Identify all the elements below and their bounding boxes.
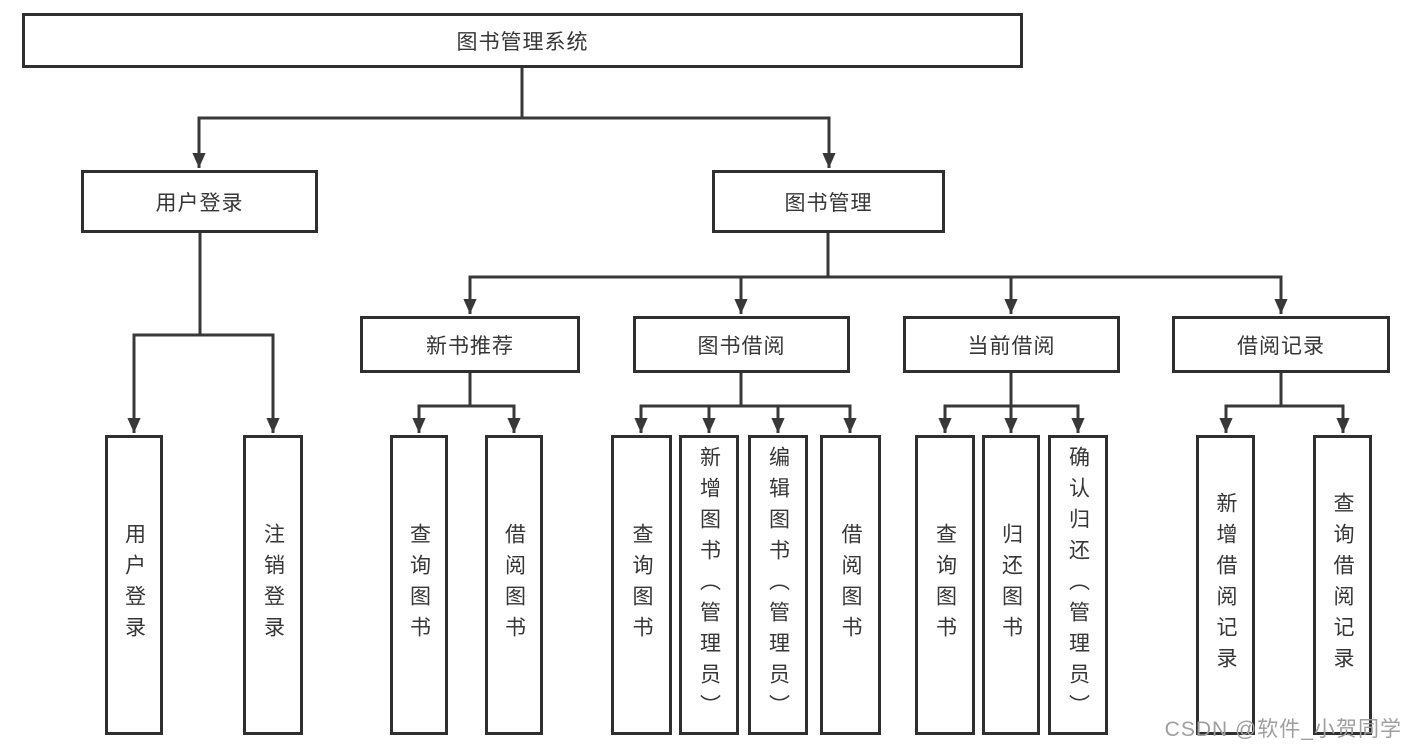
leaf-query-books-recommend-label: 查询图书 bbox=[407, 523, 431, 647]
leaf-borrow-books-recommend: 借阅图书 bbox=[485, 435, 543, 735]
leaf-confirm-return-admin: 确认归还（管理员） bbox=[1048, 435, 1108, 735]
leaf-user-login: 用户登录 bbox=[105, 435, 163, 735]
leaf-query-books-borrow-label: 查询图书 bbox=[630, 523, 653, 647]
node-user-login: 用户登录 bbox=[81, 170, 318, 233]
leaf-add-borrow-record-label: 新增借阅记录 bbox=[1214, 492, 1237, 678]
leaf-query-books-current: 查询图书 bbox=[915, 435, 975, 735]
node-borrow-records-label: 借阅记录 bbox=[1237, 334, 1325, 358]
node-book-management: 图书管理 bbox=[712, 170, 945, 233]
leaf-edit-books-admin: 编辑图书（管理员） bbox=[748, 435, 808, 735]
leaf-user-login-label: 用户登录 bbox=[122, 523, 146, 647]
node-current-borrow-label: 当前借阅 bbox=[967, 334, 1056, 358]
leaf-return-books: 归还图书 bbox=[982, 435, 1040, 735]
leaf-borrow-books-recommend-label: 借阅图书 bbox=[502, 523, 526, 647]
node-borrow-records: 借阅记录 bbox=[1172, 316, 1390, 373]
leaf-return-books-label: 归还图书 bbox=[999, 523, 1023, 647]
leaf-confirm-return-admin-label: 确认归还（管理员） bbox=[1066, 445, 1090, 725]
node-root-label: 图书管理系统 bbox=[456, 30, 589, 54]
leaf-add-books-admin: 新增图书（管理员） bbox=[679, 435, 739, 735]
node-root-library-system: 图书管理系统 bbox=[22, 13, 1023, 68]
leaf-borrow-books: 借阅图书 bbox=[820, 435, 881, 735]
leaf-query-borrow-record: 查询借阅记录 bbox=[1313, 435, 1372, 735]
node-book-borrow: 图书借阅 bbox=[633, 316, 850, 373]
leaf-query-books-current-label: 查询图书 bbox=[933, 523, 957, 647]
leaf-query-books-borrow: 查询图书 bbox=[611, 435, 672, 735]
leaf-borrow-books-label: 借阅图书 bbox=[839, 523, 862, 647]
node-new-book-recommend: 新书推荐 bbox=[360, 316, 580, 373]
leaf-edit-books-admin-label: 编辑图书（管理员） bbox=[766, 445, 790, 725]
leaf-logout: 注销登录 bbox=[243, 435, 303, 735]
node-new-book-recommend-label: 新书推荐 bbox=[426, 334, 514, 358]
node-book-borrow-label: 图书借阅 bbox=[697, 334, 786, 358]
node-user-login-label: 用户登录 bbox=[155, 191, 244, 215]
leaf-add-borrow-record: 新增借阅记录 bbox=[1196, 435, 1255, 735]
leaf-add-books-admin-label: 新增图书（管理员） bbox=[697, 445, 721, 725]
csdn-watermark: CSDN @软件_小贺同学 bbox=[1164, 718, 1402, 741]
leaf-query-borrow-record-label: 查询借阅记录 bbox=[1331, 492, 1354, 678]
node-book-management-label: 图书管理 bbox=[784, 191, 873, 215]
node-current-borrow: 当前借阅 bbox=[903, 316, 1120, 373]
leaf-query-books-recommend: 查询图书 bbox=[390, 435, 448, 735]
leaf-logout-label: 注销登录 bbox=[261, 523, 285, 647]
